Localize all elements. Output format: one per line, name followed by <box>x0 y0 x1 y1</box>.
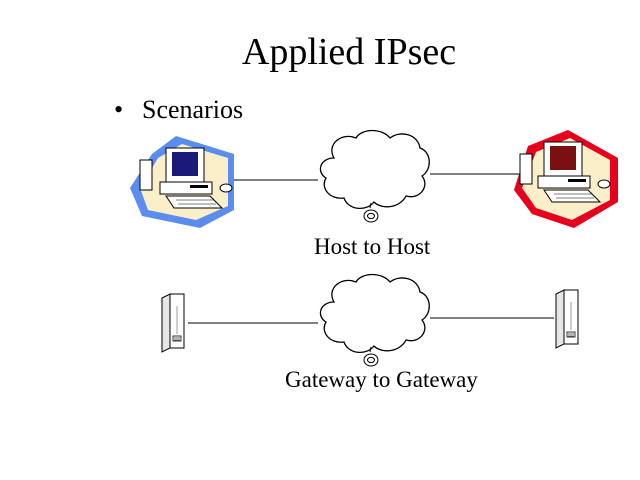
caption-host-to-host: Host to Host <box>314 234 431 259</box>
bullet-text: Scenarios <box>142 95 244 124</box>
bullet-symbol: • <box>114 95 124 124</box>
cloud-icon <box>319 273 430 367</box>
caption-gateway-to-gateway: Gateway to Gateway <box>285 367 478 392</box>
gateway-icon <box>555 289 579 349</box>
gateway-icon <box>161 293 185 353</box>
computer-icon <box>130 136 234 228</box>
slide-title: Applied IPsec <box>241 31 457 73</box>
computer-icon <box>514 130 618 228</box>
cloud-icon <box>319 129 430 223</box>
